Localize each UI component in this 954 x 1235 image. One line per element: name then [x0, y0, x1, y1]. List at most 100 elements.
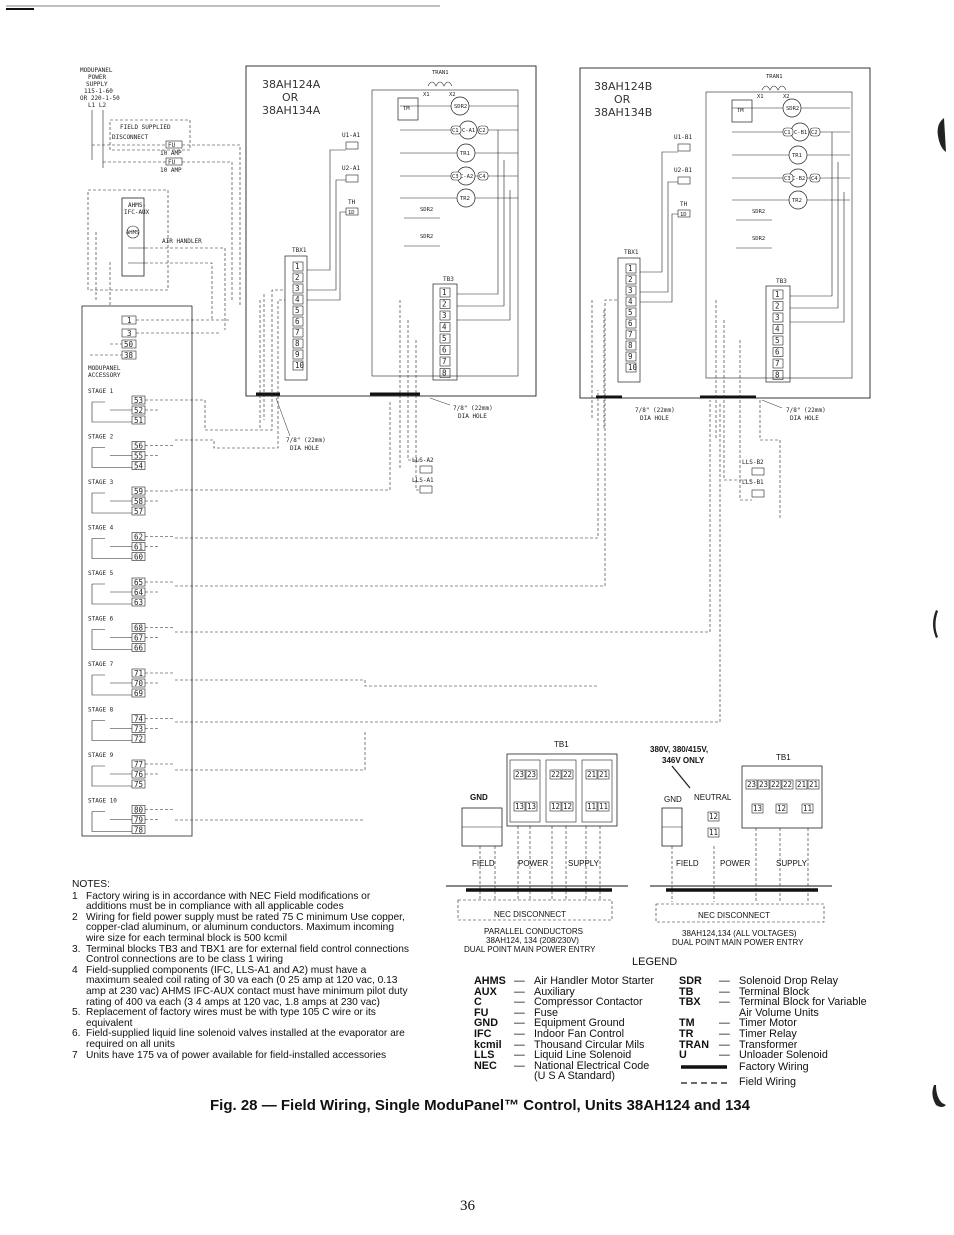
stage-terminal: 57 — [134, 507, 143, 516]
relay-pin — [477, 125, 489, 135]
terminal-box — [292, 316, 304, 327]
fuse-tag: FU — [168, 159, 176, 166]
terminal: 7 — [628, 330, 633, 339]
stage-terminal: 67 — [134, 634, 143, 643]
terminal-box — [439, 345, 451, 355]
relay-pin — [477, 171, 489, 181]
relay-pin-label: C4 — [479, 174, 486, 180]
terminal: 3 — [442, 311, 447, 320]
tb1-terminal-box — [561, 769, 574, 780]
stage-terminal: 80 — [134, 806, 144, 815]
stage-label: STAGE 8 — [88, 707, 114, 714]
legend-field-wiring: Field Wiring — [679, 1077, 879, 1088]
legend-abbr: AHMS — [474, 975, 506, 987]
terminal-box — [292, 294, 304, 305]
terminal: 6 — [628, 319, 633, 328]
stage-terminal-box — [131, 461, 146, 470]
terminal-box — [292, 349, 304, 360]
terminal-box — [625, 340, 637, 351]
unloader-label: U2-B1 — [674, 167, 692, 174]
accessory-title: MODUPANEL — [88, 365, 121, 372]
terminal-box — [625, 296, 637, 307]
tb1-terminal-box — [707, 827, 720, 838]
tb-label: TB3 — [443, 276, 454, 283]
terminal: 10 — [295, 361, 305, 370]
terminal: 6 — [775, 348, 780, 357]
th-label: TH — [348, 199, 356, 206]
terminal-box — [772, 301, 784, 311]
tb1-terminal: 11 — [803, 804, 812, 813]
tb1-section — [509, 759, 541, 823]
legend-definition: Compressor Contactor — [534, 996, 643, 1009]
terminal: 50 — [124, 340, 134, 349]
terminal-box — [292, 261, 304, 272]
ahms-title: IFC-AUX — [124, 209, 150, 216]
stage-terminal: 53 — [134, 396, 143, 405]
tb1-terminal: 23 — [515, 770, 524, 779]
terminal: 8 — [295, 339, 300, 348]
legend-entry: AHMS—Air Handler Motor Starter — [474, 976, 674, 987]
terminal-box — [772, 347, 784, 357]
terminal: 5 — [442, 334, 447, 343]
terminal-box — [292, 305, 304, 316]
stage-label: STAGE 5 — [88, 570, 114, 577]
hole-label: 7/8" (22mm) — [635, 407, 675, 414]
legend-dash: — — [719, 985, 730, 998]
notes-title: NOTES: — [72, 879, 110, 890]
hole-label: 7/8" (22mm) — [286, 437, 326, 444]
stage-wire — [91, 447, 132, 468]
stage-field-wire — [145, 581, 175, 593]
terminal-box — [772, 370, 784, 380]
unit-a-title: 38AH134A — [262, 104, 321, 117]
relay-label: TR2 — [460, 196, 470, 202]
relay-pin-label: C3 — [452, 174, 459, 180]
tb1-terminal-box — [781, 779, 794, 790]
tb1-terminal-box — [597, 801, 610, 812]
legend-dash: — — [514, 1038, 525, 1051]
stage-terminal: 54 — [134, 462, 144, 471]
stage-wire — [91, 811, 132, 832]
unit-a-panel: 38AH124A OR 38AH134A TRAN1 X1 X2 TM SDR2… — [245, 65, 537, 494]
legend-entry: TR—Timer Relay — [679, 1029, 879, 1040]
stage-label: STAGE 3 — [88, 479, 114, 486]
sdr-label: SDR2 — [752, 236, 765, 242]
legend-dash: — — [514, 1049, 525, 1062]
stage-terminal: 63 — [134, 598, 143, 607]
terminal-box — [772, 324, 784, 334]
tb1-terminal-box — [769, 779, 782, 790]
tb1-section — [581, 759, 613, 823]
legend-dash: — — [514, 985, 525, 998]
unit-b-title: 38AH124B — [594, 80, 652, 93]
terminal-box — [439, 333, 451, 344]
stage-label: STAGE 9 — [88, 752, 114, 759]
stage-field-wire — [145, 445, 175, 456]
terminal-box — [772, 289, 784, 300]
voltage-label: 346V ONLY — [662, 756, 705, 765]
legend-dash: — — [719, 1027, 730, 1040]
gnd-label: GND — [664, 795, 682, 804]
tb1-terminal: 12 — [777, 804, 786, 813]
legend-definition: Timer Motor — [739, 1017, 797, 1030]
tb1-terminal-box — [751, 803, 764, 814]
legend-dash: — — [719, 1049, 730, 1062]
hole-label: DIA HOLE — [640, 415, 669, 422]
unit-b-title: OR — [614, 93, 631, 106]
tb1-terminal: 11 — [599, 802, 608, 811]
stage-label: STAGE 2 — [88, 434, 114, 441]
terminal: 2 — [442, 300, 447, 309]
note-item: 5.Replacement of factory wires must be w… — [72, 1007, 412, 1029]
air-handler-block: AHMS- IFC-AUX AHMS AIR HANDLER — [87, 189, 226, 330]
tb1-terminal: 22 — [783, 780, 792, 789]
legend-title: LEGEND — [632, 956, 678, 968]
legend-entry: TB—Terminal Block — [679, 985, 879, 998]
terminal-box — [439, 356, 451, 367]
tb1-terminal: 21 — [809, 780, 818, 789]
terminal-box — [439, 368, 451, 378]
